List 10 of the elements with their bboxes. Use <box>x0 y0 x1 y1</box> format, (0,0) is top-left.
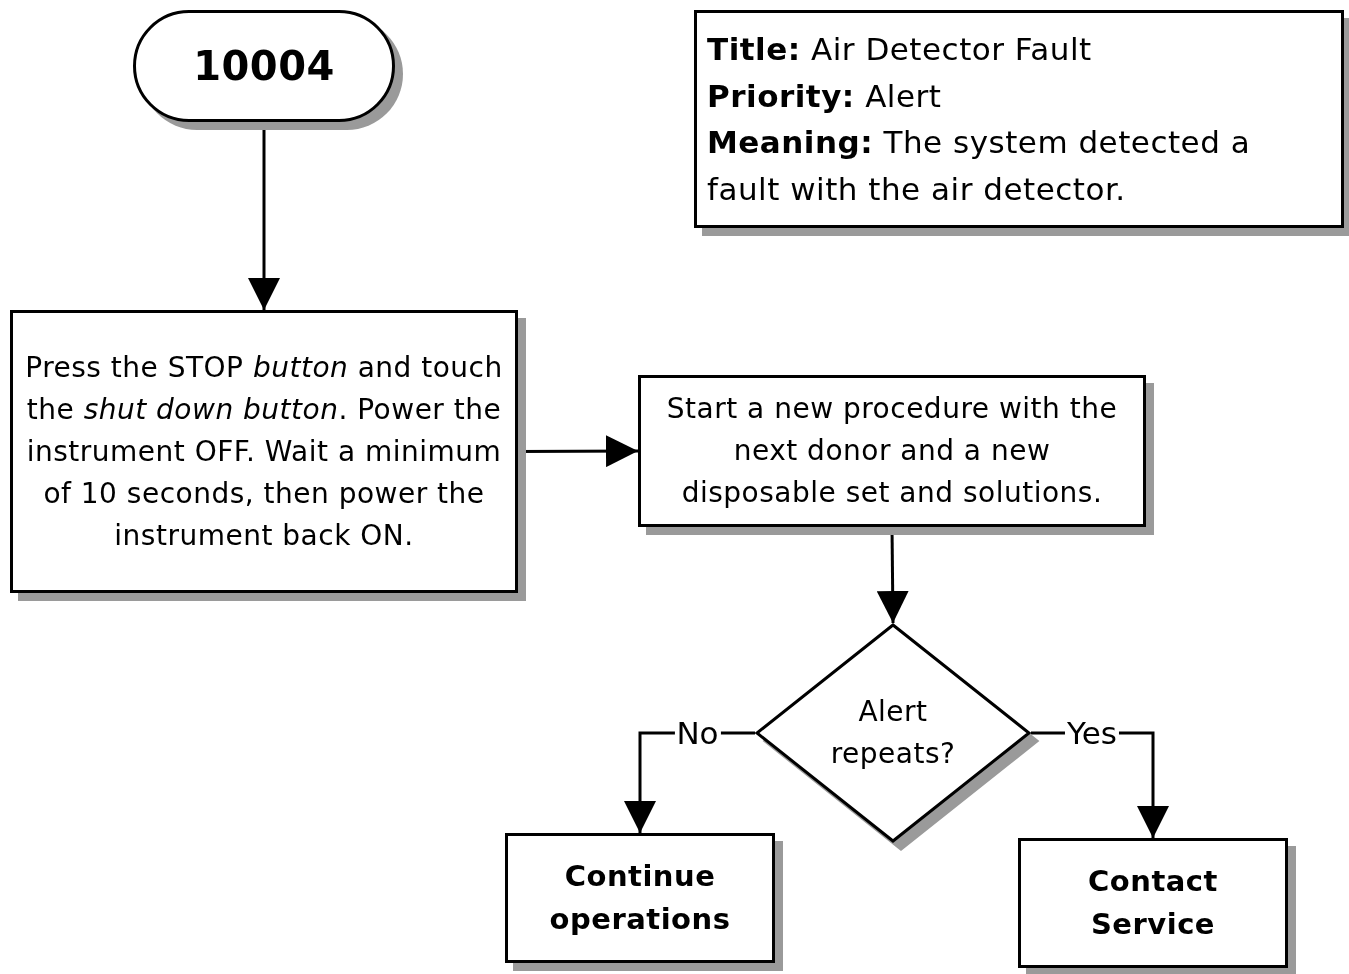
info-text: Priority: Alert <box>707 76 942 116</box>
node-text: 10004 <box>193 42 335 91</box>
decision-diamond <box>755 623 1031 843</box>
info-text: Title: Air Detector Fault <box>707 30 1092 69</box>
node-text: Press the STOP button and touch the shut down button. Power the instrument OFF. Wait a minimum of 10 seconds, then power the instrument back ON. <box>25 349 503 554</box>
info-text: Meaning: The system detected a fault with the air detector. <box>707 123 1252 209</box>
node-text: Start a new procedure with the next donor and a new disposable set and solutions. <box>665 391 1119 511</box>
node-text: Contact Service <box>1087 862 1219 943</box>
node-text: Alert repeats? <box>829 694 957 772</box>
node-text: Continue operations <box>548 857 732 938</box>
